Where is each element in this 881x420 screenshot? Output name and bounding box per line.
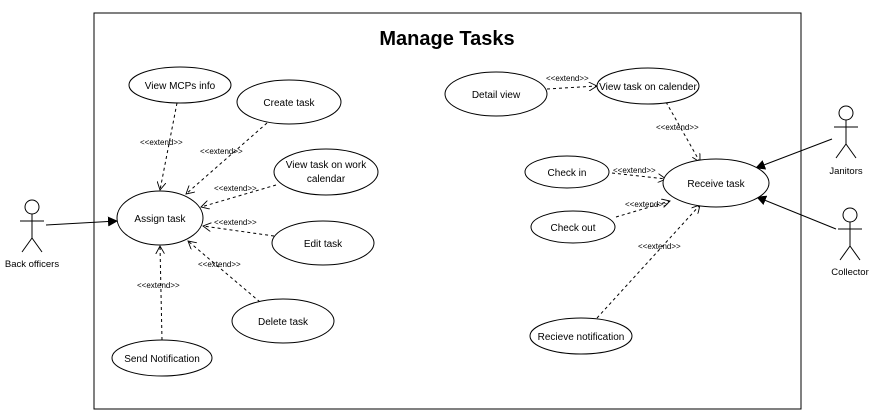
actor-collector[interactable]: Collector xyxy=(831,207,869,278)
usecase-label-line-2: calendar xyxy=(307,174,346,185)
usecase-create-task[interactable]: Create task xyxy=(236,79,342,125)
stick-figure-icon xyxy=(20,199,44,253)
usecase-label: View task on calender xyxy=(599,82,697,93)
usecase-label: Check in xyxy=(548,168,587,179)
extend-edit-to-assign: <<extend>> xyxy=(203,218,275,237)
extend-label: <<extend>> xyxy=(638,242,681,251)
usecase-label: Create task xyxy=(263,98,315,109)
extend-label: <<extend>> xyxy=(200,147,243,156)
usecase-label: Recieve notification xyxy=(538,332,625,343)
extend-view-mcps-to-assign: <<extend>> xyxy=(140,102,183,190)
usecase-detail-view[interactable]: Detail view xyxy=(444,71,548,117)
usecase-view-task-on-work-calendar[interactable]: View task on work calendar xyxy=(273,148,379,196)
usecase-check-out[interactable]: Check out xyxy=(530,210,616,244)
extend-delete-to-assign: <<extend>> xyxy=(188,241,261,303)
usecase-label: Assign task xyxy=(134,214,186,225)
usecase-view-task-on-calender[interactable]: View task on calender xyxy=(596,67,700,105)
extend-label: <<extend>> xyxy=(613,166,656,175)
stick-figure-icon xyxy=(834,105,858,159)
usecase-label-line-1: View task on work xyxy=(286,160,367,171)
association-collector-receive xyxy=(756,195,837,230)
association-back-officers-assign xyxy=(45,216,118,227)
actor-back-officers[interactable]: Back officers xyxy=(5,199,59,270)
usecase-label: Receive task xyxy=(687,179,745,190)
extend-receive-notification-to-receive: <<extend>> xyxy=(596,205,700,319)
extend-label: <<extend>> xyxy=(137,281,180,290)
extend-label: <<extend>> xyxy=(625,200,668,209)
extend-check-out-to-receive: <<extend>> xyxy=(615,200,670,218)
diagram-title: Manage Tasks xyxy=(379,28,514,50)
extend-send-notification-to-assign: <<extend>> xyxy=(137,246,180,341)
extend-label: <<extend>> xyxy=(140,138,183,147)
actor-label: Collector xyxy=(831,267,869,278)
usecase-check-in[interactable]: Check in xyxy=(524,155,610,189)
usecase-label: Delete task xyxy=(258,317,309,328)
actor-janitors[interactable]: Janitors xyxy=(829,105,863,177)
extend-label: <<extend>> xyxy=(198,260,241,269)
usecase-edit-task[interactable]: Edit task xyxy=(271,220,375,266)
extend-calender-to-receive: <<extend>> xyxy=(656,101,700,162)
extend-create-to-assign: <<extend>> xyxy=(186,122,268,194)
usecase-label: Edit task xyxy=(304,239,343,250)
usecase-delete-task[interactable]: Delete task xyxy=(231,298,335,344)
stick-figure-icon xyxy=(838,207,862,261)
association-janitors-receive xyxy=(755,138,833,170)
usecase-send-notification[interactable]: Send Notification xyxy=(111,339,213,377)
usecase-label: Check out xyxy=(550,223,595,234)
usecase-receive-task[interactable]: Receive task xyxy=(662,158,770,208)
extend-check-in-to-receive: <<extend>> xyxy=(611,166,666,179)
actor-label: Back officers xyxy=(5,259,59,270)
extend-detail-view-to-calender: <<extend>> xyxy=(546,74,597,89)
usecase-view-mcps-info[interactable]: View MCPs info xyxy=(128,66,232,104)
usecase-label: Detail view xyxy=(472,90,521,101)
extend-label: <<extend>> xyxy=(214,184,257,193)
usecase-assign-task[interactable]: Assign task xyxy=(116,190,204,246)
extend-work-calendar-to-assign: <<extend>> xyxy=(201,184,277,207)
usecase-recieve-notification[interactable]: Recieve notification xyxy=(529,317,633,355)
extend-label: <<extend>> xyxy=(214,218,257,227)
usecase-label: Send Notification xyxy=(124,354,200,365)
extend-label: <<extend>> xyxy=(656,123,699,132)
extend-label: <<extend>> xyxy=(546,74,589,83)
actor-label: Janitors xyxy=(829,166,863,177)
usecase-label: View MCPs info xyxy=(145,81,216,92)
